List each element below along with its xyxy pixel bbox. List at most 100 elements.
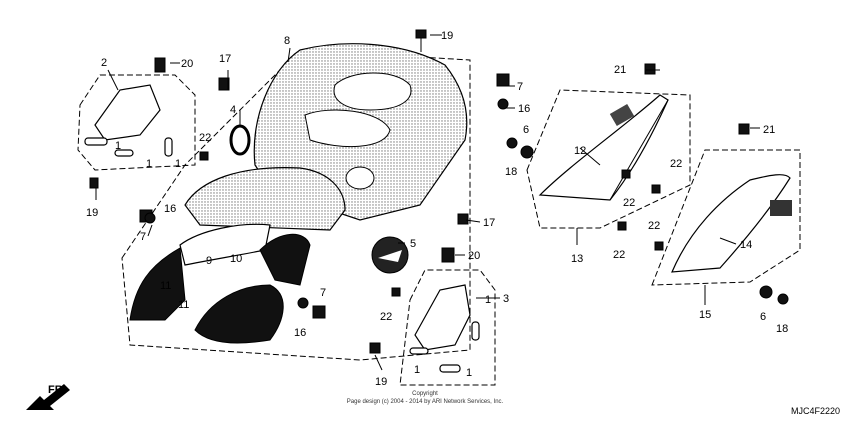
screw-18-left — [506, 137, 518, 149]
callout-22: 22 — [380, 311, 392, 323]
callout-22: 22 — [199, 132, 211, 144]
callout-4: 4 — [230, 104, 236, 116]
group-outline-bracket-right — [399, 269, 496, 386]
screw-22-c — [617, 221, 627, 231]
callout-11: 11 — [178, 299, 189, 311]
callout-1: 1 — [485, 294, 491, 306]
side-cover-label-right — [770, 200, 792, 216]
callout-17: 17 — [219, 53, 231, 65]
callout-19: 19 — [441, 30, 453, 42]
callout-22: 22 — [613, 249, 625, 261]
callout-16: 16 — [518, 103, 530, 115]
grommet — [229, 124, 251, 156]
rubber-piece-1 — [84, 137, 108, 146]
callout-19: 19 — [375, 376, 387, 388]
clip-20-left — [154, 57, 166, 73]
grommet-7-bottom — [312, 305, 326, 319]
callout-1: 1 — [175, 158, 181, 170]
side-cover-label-left — [609, 103, 635, 127]
callout-16: 16 — [164, 203, 176, 215]
copyright-line-1: Copyright — [412, 391, 438, 397]
side-cover-right — [671, 174, 791, 273]
callout-21: 21 — [763, 124, 775, 136]
arrow-left-down-icon — [26, 384, 70, 410]
callout-12: 12 — [574, 145, 586, 157]
collar-16-left — [144, 212, 156, 224]
panel-11-lower — [194, 284, 284, 344]
callout-1: 1 — [115, 140, 121, 152]
panel-10 — [259, 233, 311, 286]
collar-16-bottom — [297, 297, 309, 309]
leader-lines — [95, 34, 760, 371]
front-direction-indicator: FR. — [26, 384, 70, 410]
screw-22-f — [621, 169, 631, 179]
callout-1: 1 — [414, 364, 420, 376]
diagram-code: MJC4F2220 — [791, 406, 840, 416]
bolt-19-left — [89, 177, 99, 189]
bolt-17-top — [218, 77, 230, 91]
rubber-piece-2 — [114, 149, 134, 157]
group-outline-side-cover-left — [526, 89, 691, 229]
callout-20: 20 — [181, 58, 193, 70]
callout-17: 17 — [483, 217, 495, 229]
callout-7: 7 — [517, 81, 523, 93]
panel-9 — [179, 223, 271, 266]
callout-18: 18 — [505, 166, 517, 178]
emblem-wing — [378, 250, 402, 262]
tank-cover-lower-panel — [184, 167, 346, 231]
panel-11-upper — [129, 247, 186, 321]
bracket-right — [414, 284, 471, 351]
callout-1: 1 — [466, 367, 472, 379]
callout-6: 6 — [523, 124, 529, 136]
screw-22-d — [651, 184, 661, 194]
group-outline-main — [121, 49, 471, 361]
bolt-17-right — [457, 213, 469, 225]
group-outline-bracket-left — [77, 74, 196, 171]
screw-22-a — [199, 151, 209, 161]
bolt-19-bottom — [369, 342, 381, 354]
callouts: 1 1 1 1 1 1 2 3 4 5 6 6 7 7 7 8 9 10 11 … — [86, 30, 788, 388]
bracket-left — [94, 84, 161, 141]
callout-9: 9 — [206, 255, 212, 267]
screw-22-b — [391, 287, 401, 297]
bolt-21-left — [644, 63, 656, 75]
tank-cover-opening — [333, 72, 412, 111]
callout-5: 5 — [410, 238, 416, 250]
callout-21: 21 — [614, 64, 626, 76]
tank-cover-hole — [345, 166, 375, 190]
group-outline-side-cover-right — [651, 149, 801, 286]
callout-11: 11 — [160, 280, 171, 292]
callout-22: 22 — [648, 220, 660, 232]
fasteners — [89, 29, 789, 354]
callout-2: 2 — [101, 57, 107, 69]
callout-6: 6 — [760, 311, 766, 323]
tank-cover-recess — [304, 109, 391, 148]
callout-3: 3 — [503, 293, 509, 305]
collar-16-top — [497, 98, 509, 110]
side-cover-left-edge — [609, 99, 669, 201]
callout-7: 7 — [140, 231, 146, 243]
screw-22-e — [654, 241, 664, 251]
callout-15: 15 — [699, 309, 711, 321]
rubber-piece-5 — [409, 347, 429, 355]
side-cover-left — [538, 94, 669, 201]
rubber-piece-4 — [471, 321, 480, 341]
callout-22: 22 — [670, 158, 682, 170]
callout-19: 19 — [86, 207, 98, 219]
grommet-7-top — [496, 73, 510, 87]
callout-10: 10 — [230, 253, 242, 265]
direction-label: FR. — [48, 384, 66, 396]
rubber-piece-6 — [439, 364, 461, 373]
callout-14: 14 — [740, 239, 752, 251]
callout-16: 16 — [294, 327, 306, 339]
callout-8: 8 — [284, 35, 290, 47]
callout-22: 22 — [623, 197, 635, 209]
bolt-19-top — [415, 29, 427, 39]
grommet-6-left — [520, 145, 534, 159]
bolt-21-right — [738, 123, 750, 135]
copyright-line-2: Page design (c) 2004 - 2014 by ARI Netwo… — [347, 399, 504, 405]
callout-1: 1 — [146, 158, 152, 170]
callout-7: 7 — [320, 287, 326, 299]
callout-18: 18 — [776, 323, 788, 335]
